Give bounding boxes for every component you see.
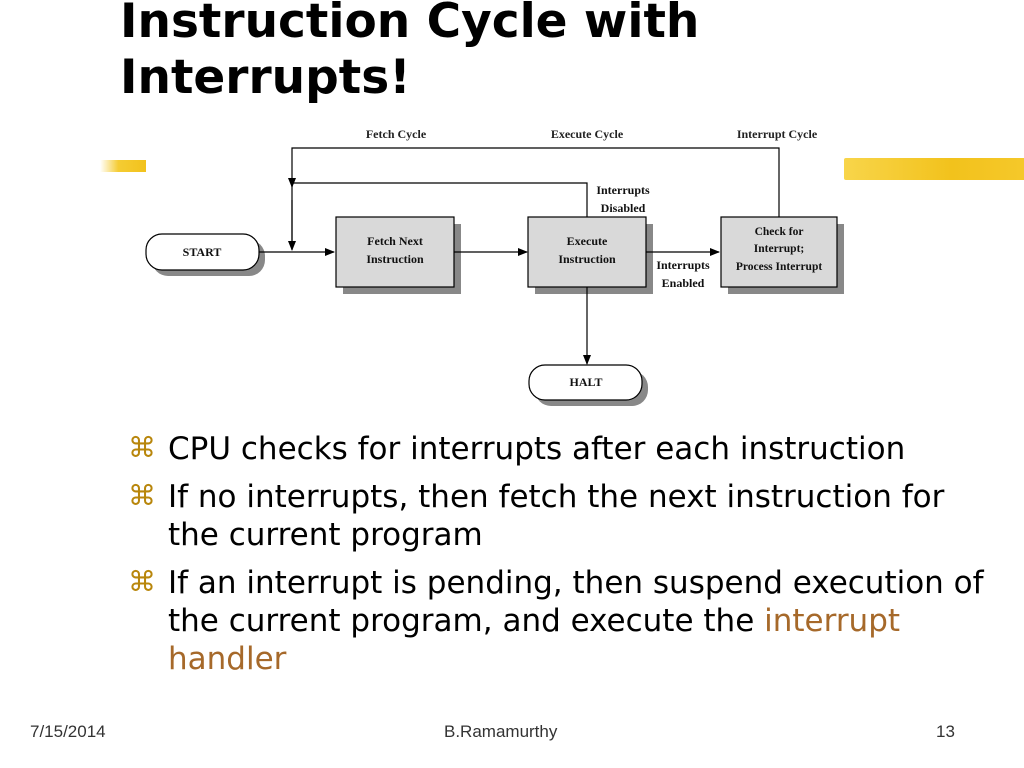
- execute-box-line-2: Instruction: [558, 252, 616, 266]
- interrupts-disabled-return-line: [292, 182, 588, 218]
- title-line-1: Instruction Cycle with: [120, 0, 700, 49]
- execute-box-line-1: Execute: [567, 234, 608, 248]
- interrupts-enabled-line-2: Enabled: [662, 276, 705, 290]
- bullet-text: If an interrupt is pending, then suspend…: [168, 565, 984, 639]
- interrupt-box: [720, 216, 838, 288]
- bullet-list: ⌘ CPU checks for interrupts after each i…: [128, 430, 998, 688]
- slide-title: Instruction Cycle with Interrupts!: [120, 0, 699, 106]
- fetch-box-line-2: Instruction: [366, 252, 424, 266]
- interrupts-enabled-line-1: Interrupts: [656, 258, 710, 272]
- footer-page-number: 13: [936, 722, 955, 741]
- footer-date: 7/15/2014: [30, 722, 106, 741]
- interrupt-handler-highlight: interrupt handler: [168, 603, 901, 677]
- fetch-cycle-label: Fetch Cycle: [366, 127, 427, 141]
- bullet-text: If no interrupts, then fetch the next in…: [168, 479, 945, 553]
- highlighter-stroke-right: [844, 158, 1024, 180]
- interrupt-box-line-2: Interrupt;: [754, 243, 804, 255]
- interrupt-box-line-3: Process Interrupt: [736, 261, 823, 273]
- title-line-2: Interrupts!: [120, 50, 411, 105]
- command-key-icon: ⌘: [128, 565, 156, 598]
- fetch-box: [335, 216, 455, 288]
- command-key-icon: ⌘: [128, 479, 156, 512]
- command-key-icon: ⌘: [128, 431, 156, 464]
- interrupt-cycle-label: Interrupt Cycle: [737, 127, 818, 141]
- interrupt-return-line: [291, 147, 780, 244]
- execute-box: [527, 216, 647, 288]
- interrupts-disabled-line-1: Interrupts: [596, 183, 650, 197]
- bullet-item: ⌘ If no interrupts, then fetch the next …: [128, 478, 998, 554]
- bullet-text: CPU checks for interrupts after each ins…: [168, 431, 906, 467]
- highlighter-stroke-left: [100, 160, 146, 172]
- interrupt-box-line-1: Check for: [755, 226, 804, 238]
- bullet-item: ⌘ If an interrupt is pending, then suspe…: [128, 564, 998, 678]
- halt-terminal: [528, 364, 643, 401]
- halt-label: HALT: [570, 375, 603, 389]
- execute-cycle-label: Execute Cycle: [551, 127, 624, 141]
- interrupts-disabled-line-2: Disabled: [601, 201, 646, 215]
- footer-author: B.Ramamurthy: [444, 722, 558, 741]
- fetch-box-line-1: Fetch Next: [367, 234, 423, 248]
- start-label: START: [183, 245, 222, 259]
- bullet-item: ⌘ CPU checks for interrupts after each i…: [128, 430, 998, 468]
